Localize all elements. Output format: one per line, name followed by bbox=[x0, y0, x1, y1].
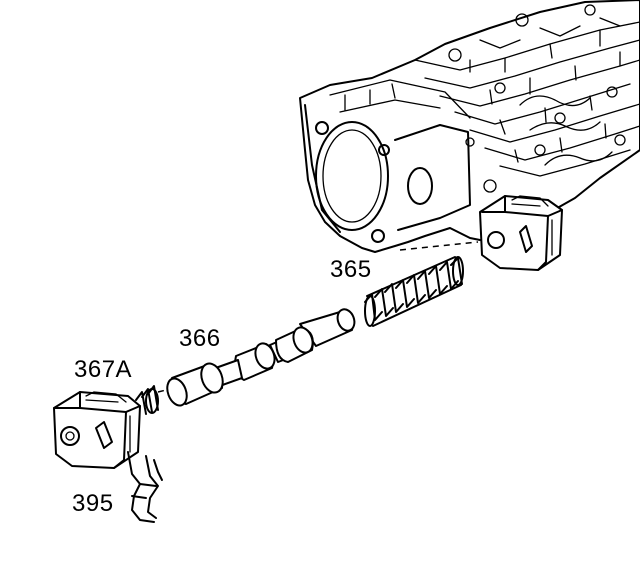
solenoid-367a bbox=[53, 385, 159, 469]
centerline-upper bbox=[399, 241, 479, 251]
valve-body-casting bbox=[299, 0, 640, 253]
valve-366 bbox=[166, 308, 356, 407]
callout-366: 366 bbox=[179, 325, 221, 352]
spring-365 bbox=[364, 256, 464, 327]
installed-solenoid bbox=[479, 195, 563, 271]
retaining-clip-395 bbox=[127, 451, 163, 523]
callout-367a: 367A bbox=[74, 356, 133, 383]
callout-395: 395 bbox=[72, 490, 114, 517]
callout-365: 365 bbox=[330, 256, 372, 283]
